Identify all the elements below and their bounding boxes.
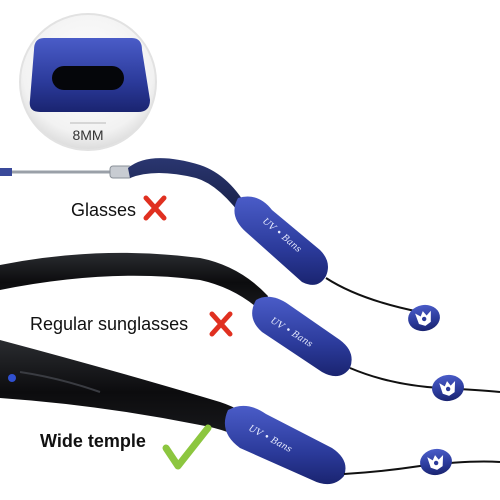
lion-logo-tag-2 (432, 374, 464, 402)
label-regular-sunglasses: Regular sunglasses (30, 314, 189, 334)
retainer-hole (52, 66, 124, 90)
label-wide-temple: Wide temple (40, 431, 146, 451)
red-x-mark-regular (209, 311, 233, 337)
retainer-sleeve-wide: UV • Bans (224, 405, 346, 485)
detail-circle (19, 13, 157, 151)
regular-sunglasses-temple (0, 252, 268, 312)
lion-logo-tag-3 (420, 448, 452, 476)
retainer-sleeve-glasses: UV • Bans (234, 196, 328, 285)
thin-glasses-temple (0, 158, 250, 222)
size-label: 8MM (72, 127, 104, 143)
label-glasses: Glasses (71, 200, 137, 220)
wide-temple (0, 340, 260, 444)
green-check-mark (162, 424, 212, 470)
lion-logo-tag-1 (408, 304, 440, 332)
red-x-mark-glasses (143, 195, 167, 221)
retainer-sleeve-regular: UV • Bans (252, 296, 352, 377)
